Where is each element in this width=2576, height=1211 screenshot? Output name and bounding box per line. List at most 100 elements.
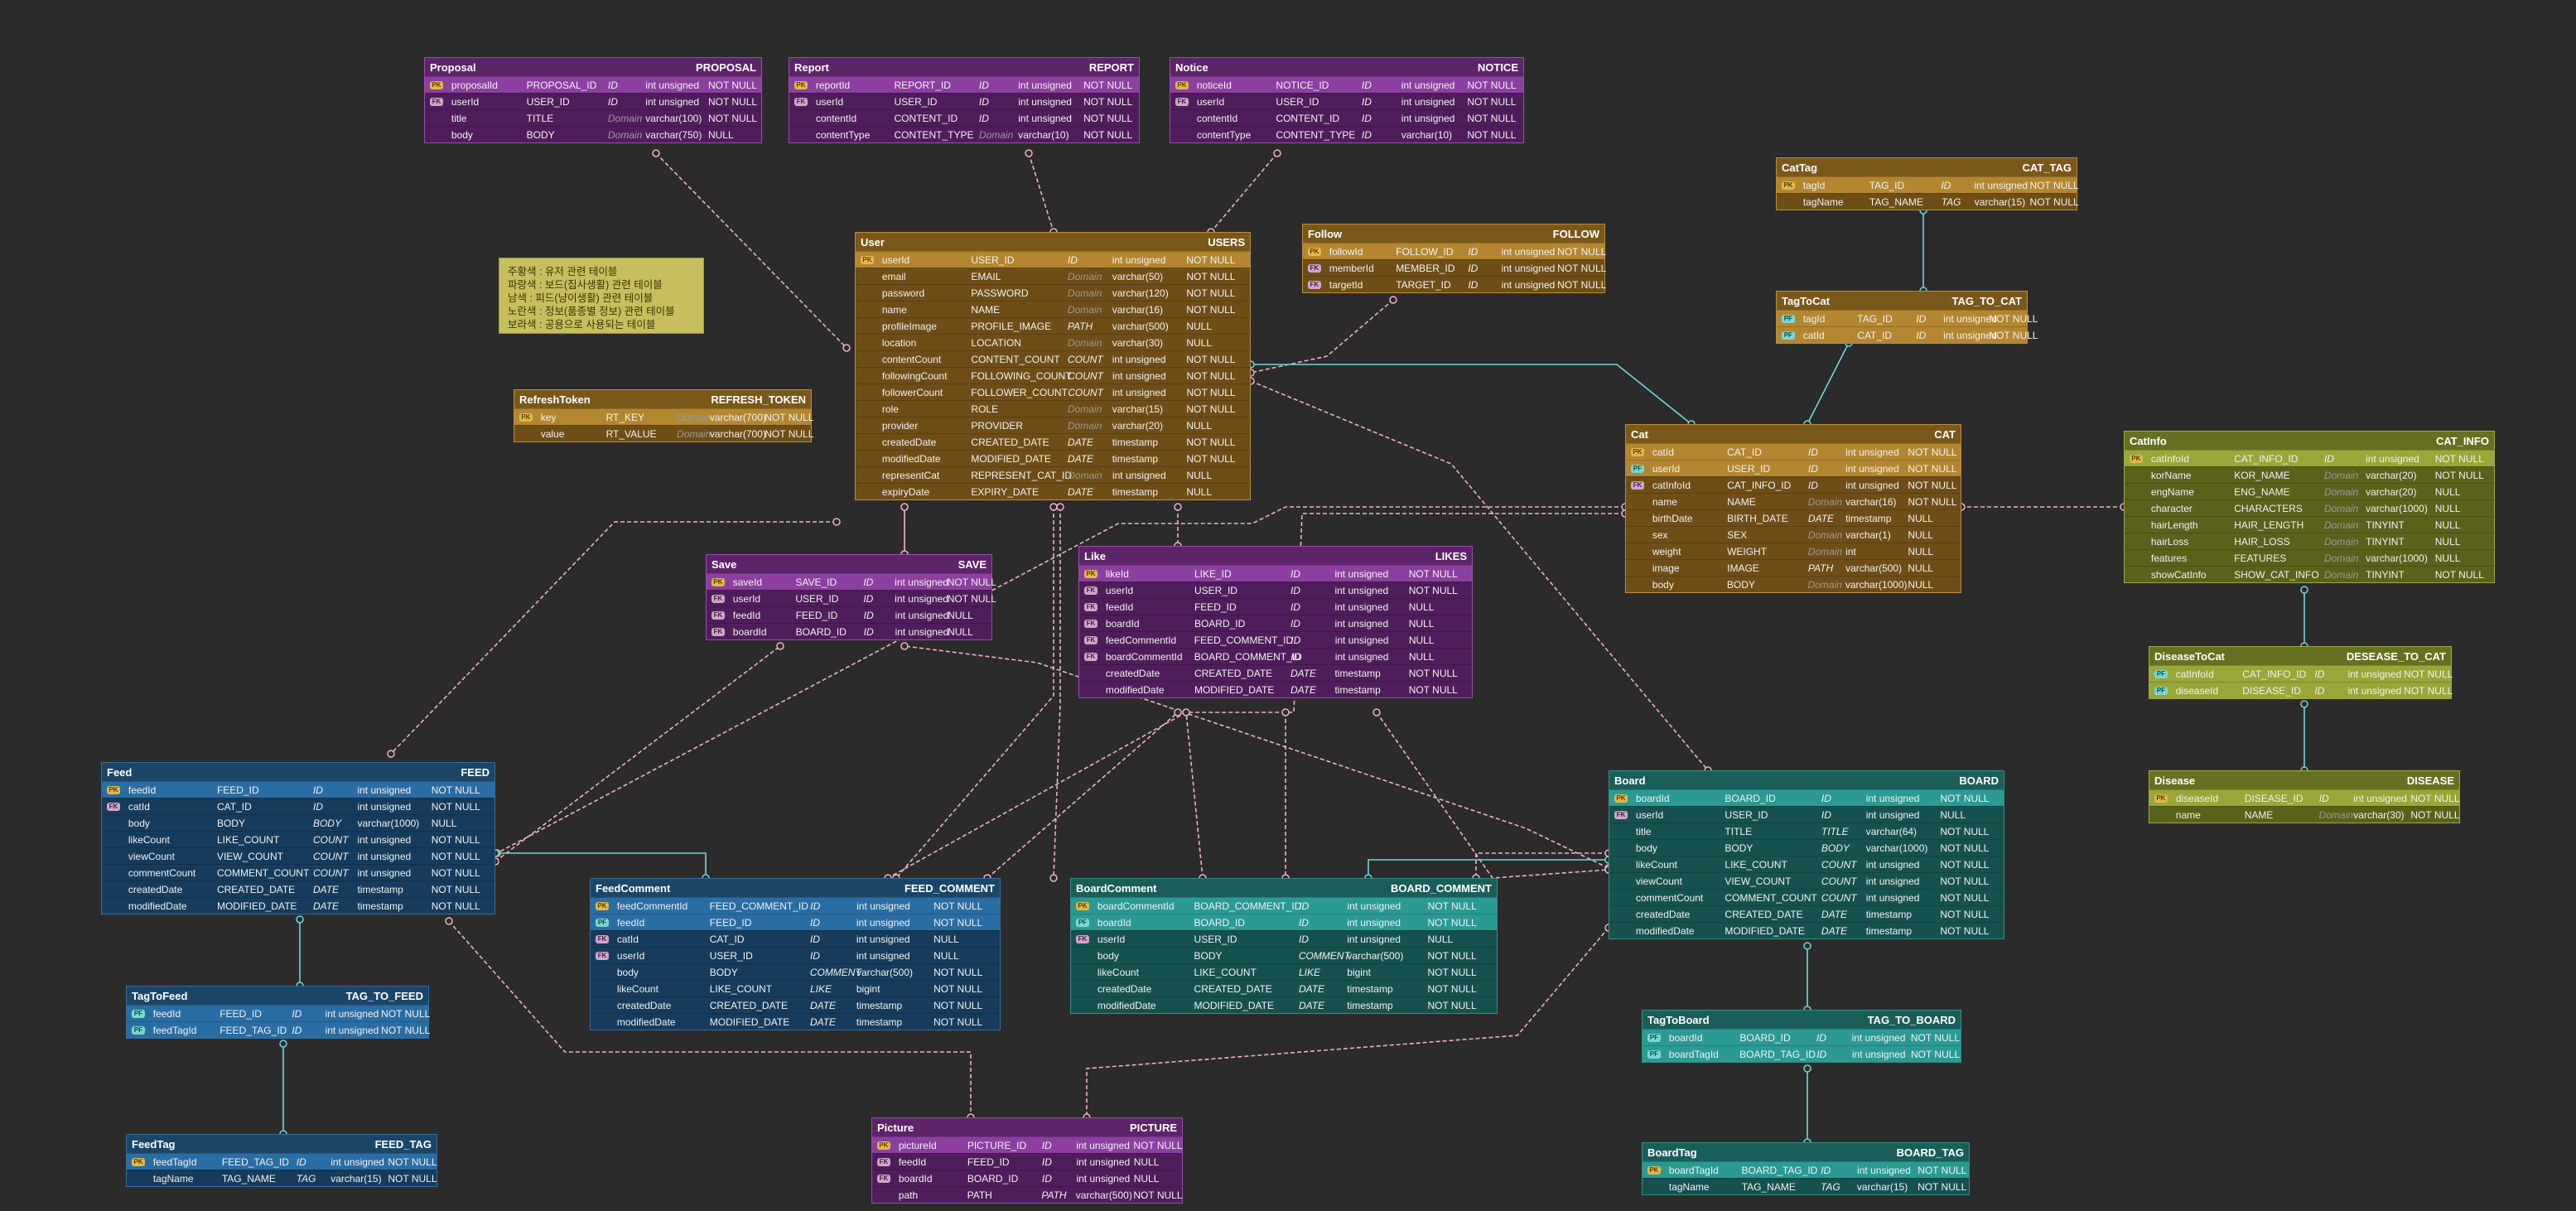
column-row[interactable]: tagNameTAG_NAMETAGvarchar(15)NOT NULL [1643, 1178, 1969, 1194]
column-row[interactable]: modifiedDateMODIFIED_DATEDATEtimestampNO… [102, 897, 494, 914]
column-row[interactable]: PKlikeIdLIKE_IDIDint unsignedNOT NULL [1079, 565, 1472, 581]
column-row[interactable]: commentCountCOMMENT_COUNTCOUNTint unsign… [1609, 889, 2004, 905]
column-row[interactable]: contentTypeCONTENT_TYPEDomainvarchar(10)… [789, 126, 1139, 142]
entity-board[interactable]: BoardBOARDPKboardIdBOARD_IDIDint unsigne… [1609, 770, 2004, 939]
column-row[interactable]: hairLengthHAIR_LENGTHDomainTINYINTNULL [2125, 516, 2494, 533]
entity-report[interactable]: ReportREPORTPKreportIdREPORT_IDIDint uns… [789, 57, 1140, 143]
column-row[interactable]: titleTITLEDomainvarchar(100)NOT NULL [425, 109, 761, 126]
column-row[interactable]: tagNameTAG_NAMETAGvarchar(15)NOT NULL [1777, 193, 2079, 210]
column-row[interactable]: PFcatIdCAT_IDIDint unsignedNOT NULL [1777, 326, 2038, 343]
column-row[interactable]: PKcatIdCAT_IDIDint unsignedNOT NULL [1626, 443, 1961, 460]
column-row[interactable]: createdDateCREATED_DATEDATEtimestampNOT … [591, 996, 1000, 1013]
column-row[interactable]: PFfeedIdFEED_IDIDint unsignedNOT NULL [591, 914, 1000, 930]
column-row[interactable]: modifiedDateMODIFIED_DATEDATEtimestampNO… [1609, 922, 2004, 938]
column-row[interactable]: createdDateCREATED_DATEDATEtimestampNOT … [1079, 664, 1472, 681]
entity-cat[interactable]: CatCATPKcatIdCAT_IDIDint unsignedNOT NUL… [1625, 424, 1961, 593]
column-row[interactable]: likeCountLIKE_COUNTCOUNTint unsignedNOT … [1609, 856, 2004, 872]
entity-boardcomment[interactable]: BoardCommentBOARD_COMMENTPKboardCommentI… [1070, 878, 1498, 1014]
column-row[interactable]: modifiedDateMODIFIED_DATEDATEtimestampNO… [1071, 996, 1497, 1013]
column-row[interactable]: engNameENG_NAMEDomainvarchar(20)NULL [2125, 483, 2494, 499]
column-row[interactable]: likeCountLIKE_COUNTLIKEbigintNOT NULL [1071, 963, 1497, 980]
column-row[interactable]: PFtagIdTAG_IDIDint unsignedNOT NULL [1777, 310, 2038, 326]
column-row[interactable]: PFcatInfoIdCAT_INFO_IDIDint unsignedNOT … [2149, 665, 2453, 682]
column-row[interactable]: FKboardIdBOARD_IDIDint unsignedNULL [707, 623, 991, 639]
column-row[interactable]: bodyBODYBODYvarchar(1000)NOT NULL [1609, 839, 2004, 856]
entity-follow[interactable]: FollowFOLLOWPKfollowIdFOLLOW_IDIDint uns… [1302, 224, 1606, 293]
column-row[interactable]: PKboardCommentIdBOARD_COMMENT_IDIDint un… [1071, 897, 1497, 914]
column-row[interactable]: contentIdCONTENT_IDIDint unsignedNOT NUL… [1170, 109, 1523, 126]
entity-picture[interactable]: PicturePICTUREPKpictureIdPICTURE_IDIDint… [871, 1117, 1183, 1204]
column-row[interactable]: FKmemberIdMEMBER_IDIDint unsignedNOT NUL… [1303, 259, 1606, 276]
entity-tagtocat[interactable]: TagToCatTAG_TO_CATPFtagIdTAG_IDIDint uns… [1776, 291, 2038, 344]
column-row[interactable]: pathPATHPATHvarchar(500)NOT NULL [872, 1186, 1183, 1203]
column-row[interactable]: FKboardIdBOARD_IDIDint unsignedNULL [872, 1170, 1182, 1186]
column-row[interactable]: FKuserIdUSER_IDIDint unsignedNULL [1609, 806, 2004, 823]
column-row[interactable]: PKtagIdTAG_IDIDint unsignedNOT NULL [1777, 176, 2079, 193]
column-row[interactable]: PKboardTagIdBOARD_TAG_IDIDint unsignedNO… [1643, 1161, 1969, 1178]
column-row[interactable]: FKtargetIdTARGET_IDIDint unsignedNOT NUL… [1303, 276, 1606, 292]
column-row[interactable]: nameNAMEDomainvarchar(16)NOT NULL [1626, 493, 1961, 509]
column-row[interactable]: PKboardIdBOARD_IDIDint unsignedNOT NULL [1609, 789, 2004, 806]
column-row[interactable]: providerPROVIDERDomainvarchar(20)NULL [856, 417, 1250, 433]
column-row[interactable]: imageIMAGEPATHvarchar(500)NULL [1626, 559, 1961, 576]
column-row[interactable]: passwordPASSWORDDomainvarchar(120)NOT NU… [856, 284, 1250, 301]
column-row[interactable]: FKuserIdUSER_IDIDint unsignedNOT NULL [707, 590, 996, 606]
column-row[interactable]: PKdiseaseIdDISEASE_IDIDint unsignedNOT N… [2149, 789, 2460, 806]
column-row[interactable]: tagNameTAG_NAMETAGvarchar(15)NOT NULL [127, 1170, 437, 1186]
entity-diseasetocat[interactable]: DiseaseToCatDESEASE_TO_CATPFcatInfoIdCAT… [2149, 646, 2453, 699]
entity-boardtag[interactable]: BoardTagBOARD_TAGPKboardTagIdBOARD_TAG_I… [1642, 1142, 1970, 1195]
column-row[interactable]: roleROLEDomainvarchar(15)NOT NULL [856, 400, 1250, 417]
column-row[interactable]: sexSEXDomainvarchar(1)NULL [1626, 526, 1961, 543]
column-row[interactable]: modifiedDateMODIFIED_DATEDATEtimestampNO… [856, 450, 1250, 466]
column-row[interactable]: PKuserIdUSER_IDIDint unsignedNOT NULL [856, 251, 1250, 268]
column-row[interactable]: bodyBODYCOMMENTvarchar(500)NOT NULL [591, 963, 1000, 980]
column-row[interactable]: PKpictureIdPICTURE_IDIDint unsignedNOT N… [872, 1136, 1183, 1153]
column-row[interactable]: PFboardIdBOARD_IDIDint unsignedNOT NULL [1643, 1029, 1961, 1045]
column-row[interactable]: modifiedDateMODIFIED_DATEDATEtimestampNO… [591, 1013, 1000, 1030]
column-row[interactable]: PKkeyRT_KEYDomainvarchar(700)NOT NULL [514, 408, 813, 425]
column-row[interactable]: contentTypeCONTENT_TYPEIDvarchar(10)NOT … [1170, 126, 1523, 142]
column-row[interactable]: FKuserIdUSER_IDIDint unsignedNOT NULL [789, 93, 1139, 109]
column-row[interactable]: FKboardIdBOARD_IDIDint unsignedNULL [1079, 615, 1472, 631]
column-row[interactable]: FKuserIdUSER_IDIDint unsignedNOT NULL [1079, 581, 1472, 598]
column-row[interactable]: FKcatIdCAT_IDIDint unsignedNOT NULL [102, 798, 494, 814]
column-row[interactable]: FKcatIdCAT_IDIDint unsignedNULL [591, 930, 1000, 947]
column-row[interactable]: createdDateCREATED_DATEDATEtimestampNOT … [1071, 980, 1497, 996]
column-row[interactable]: FKuserIdUSER_IDIDint unsignedNOT NULL [1170, 93, 1523, 109]
column-row[interactable]: nameNAMEDomainvarchar(16)NOT NULL [856, 301, 1250, 317]
entity-tagtofeed[interactable]: TagToFeedTAG_TO_FEEDPFfeedIdFEED_IDIDint… [126, 986, 430, 1039]
column-row[interactable]: bodyBODYBODYvarchar(1000)NULL [102, 814, 494, 831]
column-row[interactable]: locationLOCATIONDomainvarchar(30)NULL [856, 334, 1250, 350]
column-row[interactable]: PKsaveIdSAVE_IDIDint unsignedNOT NULL [707, 573, 996, 590]
column-row[interactable]: profileImagePROFILE_IMAGEPATHvarchar(500… [856, 317, 1250, 334]
column-row[interactable]: nameNAMEDomainvarchar(30)NOT NULL [2149, 806, 2460, 823]
column-row[interactable]: expiryDateEXPIRY_DATEDATEtimestampNULL [856, 483, 1250, 499]
column-row[interactable]: PKfeedCommentIdFEED_COMMENT_IDIDint unsi… [591, 897, 1000, 914]
column-row[interactable]: characterCHARACTERSDomainvarchar(1000)NU… [2125, 499, 2494, 516]
column-row[interactable]: PFfeedTagIdFEED_TAG_IDIDint unsignedNOT … [127, 1021, 430, 1038]
column-row[interactable]: emailEMAILDomainvarchar(50)NOT NULL [856, 268, 1250, 284]
column-row[interactable]: featuresFEATURESDomainvarchar(1000)NULL [2125, 549, 2494, 566]
column-row[interactable]: FKuserIdUSER_IDIDint unsignedNULL [591, 947, 1000, 963]
column-row[interactable]: viewCountVIEW_COUNTCOUNTint unsignedNOT … [102, 847, 494, 864]
column-row[interactable]: weightWEIGHTDomainintNULL [1626, 543, 1961, 559]
column-row[interactable]: PFdiseaseIdDISEASE_IDIDint unsignedNOT N… [2149, 682, 2453, 698]
column-row[interactable]: PKproposalIdPROPOSAL_IDIDint unsignedNOT… [425, 76, 761, 93]
column-row[interactable]: FKfeedCommentIdFEED_COMMENT_IDIDint unsi… [1079, 631, 1472, 648]
column-row[interactable]: followerCountFOLLOWER_COUNTCOUNTint unsi… [856, 384, 1250, 400]
column-row[interactable]: valueRT_VALUEDomainvarchar(700)NOT NULL [514, 425, 813, 441]
entity-user[interactable]: UserUSERSPKuserIdUSER_IDIDint unsignedNO… [855, 232, 1251, 500]
column-row[interactable]: PKnoticeIdNOTICE_IDIDint unsignedNOT NUL… [1170, 76, 1523, 93]
entity-proposal[interactable]: ProposalPROPOSALPKproposalIdPROPOSAL_IDI… [424, 57, 762, 143]
column-row[interactable]: hairLossHAIR_LOSSDomainTINYINTNULL [2125, 533, 2494, 549]
column-row[interactable]: likeCountLIKE_COUNTCOUNTint unsignedNOT … [102, 831, 494, 847]
entity-cattag[interactable]: CatTagCAT_TAGPKtagIdTAG_IDIDint unsigned… [1776, 157, 2079, 210]
column-row[interactable]: viewCountVIEW_COUNTCOUNTint unsignedNOT … [1609, 872, 2004, 889]
column-row[interactable]: contentCountCONTENT_COUNTCOUNTint unsign… [856, 350, 1250, 367]
column-row[interactable]: PKfeedIdFEED_IDIDint unsignedNOT NULL [102, 781, 494, 798]
column-row[interactable]: FKcatInfoIdCAT_INFO_IDIDint unsignedNOT … [1626, 476, 1961, 493]
column-row[interactable]: PKreportIdREPORT_IDIDint unsignedNOT NUL… [789, 76, 1139, 93]
column-row[interactable]: bodyBODYCOMMENTvarchar(500)NOT NULL [1071, 947, 1497, 963]
column-row[interactable]: followingCountFOLLOWING_COUNTCOUNTint un… [856, 367, 1250, 384]
column-row[interactable]: FKboardCommentIdBOARD_COMMENT_IDIDint un… [1079, 648, 1472, 664]
